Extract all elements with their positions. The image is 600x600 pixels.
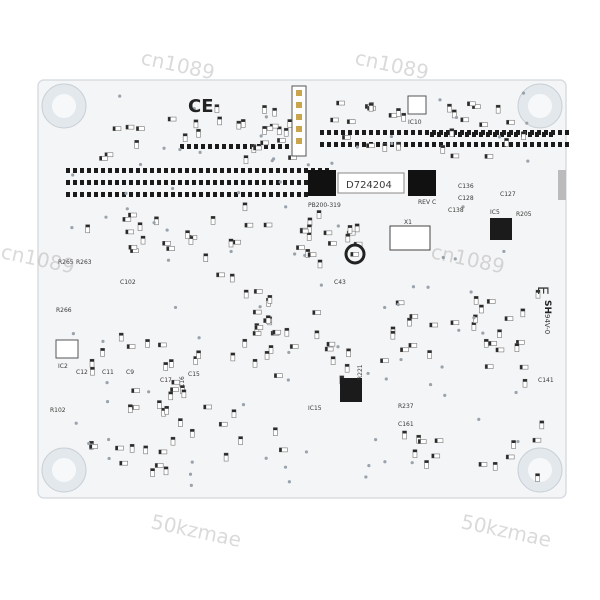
serial-text: D724204 xyxy=(346,180,392,191)
svg-text:C102: C102 xyxy=(120,279,136,286)
part-number: PB200-319 xyxy=(308,202,341,209)
standoffs xyxy=(41,83,563,493)
ic5-label: IC5 xyxy=(490,209,500,216)
svg-text:cn1089: cn1089 xyxy=(139,45,217,84)
ic2-label: IC2 xyxy=(58,363,68,370)
label-x1: X1 xyxy=(404,219,412,226)
revision: REV C xyxy=(418,199,436,206)
pin-header-top xyxy=(291,85,307,157)
svg-text:C136: C136 xyxy=(458,183,474,190)
ic10-label: IC10 xyxy=(408,119,422,126)
svg-text:R205: R205 xyxy=(516,211,532,218)
silkscreen-labels: R221 R237 R205 C136 C128 C138 C127 C43 C… xyxy=(50,183,554,428)
svg-text:C43: C43 xyxy=(334,279,346,286)
vias xyxy=(70,91,530,488)
svg-text:C161: C161 xyxy=(398,421,414,428)
logo-e xyxy=(344,243,366,265)
svg-text:C11: C11 xyxy=(102,369,114,376)
label-sh: SH xyxy=(542,300,552,314)
smd-components xyxy=(85,100,545,482)
svg-text:R102: R102 xyxy=(50,407,66,414)
ic2-connector xyxy=(55,339,79,359)
svg-text:R263: R263 xyxy=(76,259,92,266)
svg-text:C127: C127 xyxy=(500,191,516,198)
svg-text:C17: C17 xyxy=(160,377,172,384)
svg-text:cn1089: cn1089 xyxy=(353,45,431,84)
serial-label xyxy=(337,172,405,194)
svg-text:C128: C128 xyxy=(458,195,474,202)
label-e: E xyxy=(534,286,550,295)
svg-text:R265: R265 xyxy=(58,259,74,266)
component-x1 xyxy=(389,225,431,251)
label-block-right xyxy=(408,170,436,196)
svg-text:R237: R237 xyxy=(398,403,414,410)
svg-text:C9: C9 xyxy=(126,369,134,376)
soic-chip xyxy=(340,378,362,402)
label-block-left xyxy=(308,170,336,196)
label-94v0: 94V-0 xyxy=(543,314,551,334)
svg-text:R221: R221 xyxy=(357,364,364,380)
svg-text:C16: C16 xyxy=(179,376,186,388)
ic10-chip xyxy=(407,95,427,115)
svg-text:50kzmae: 50kzmae xyxy=(459,509,554,552)
usb-edge xyxy=(558,170,566,200)
ic5-chip xyxy=(490,218,512,240)
svg-text:C12: C12 xyxy=(76,369,88,376)
svg-text:50kzmae: 50kzmae xyxy=(149,509,244,552)
ce-mark: CE xyxy=(188,96,214,117)
svg-text:C15: C15 xyxy=(188,371,200,378)
ic15-label: IC15 xyxy=(308,405,322,412)
svg-text:C141: C141 xyxy=(538,377,554,384)
svg-text:C138: C138 xyxy=(448,207,464,214)
svg-text:R266: R266 xyxy=(56,307,72,314)
